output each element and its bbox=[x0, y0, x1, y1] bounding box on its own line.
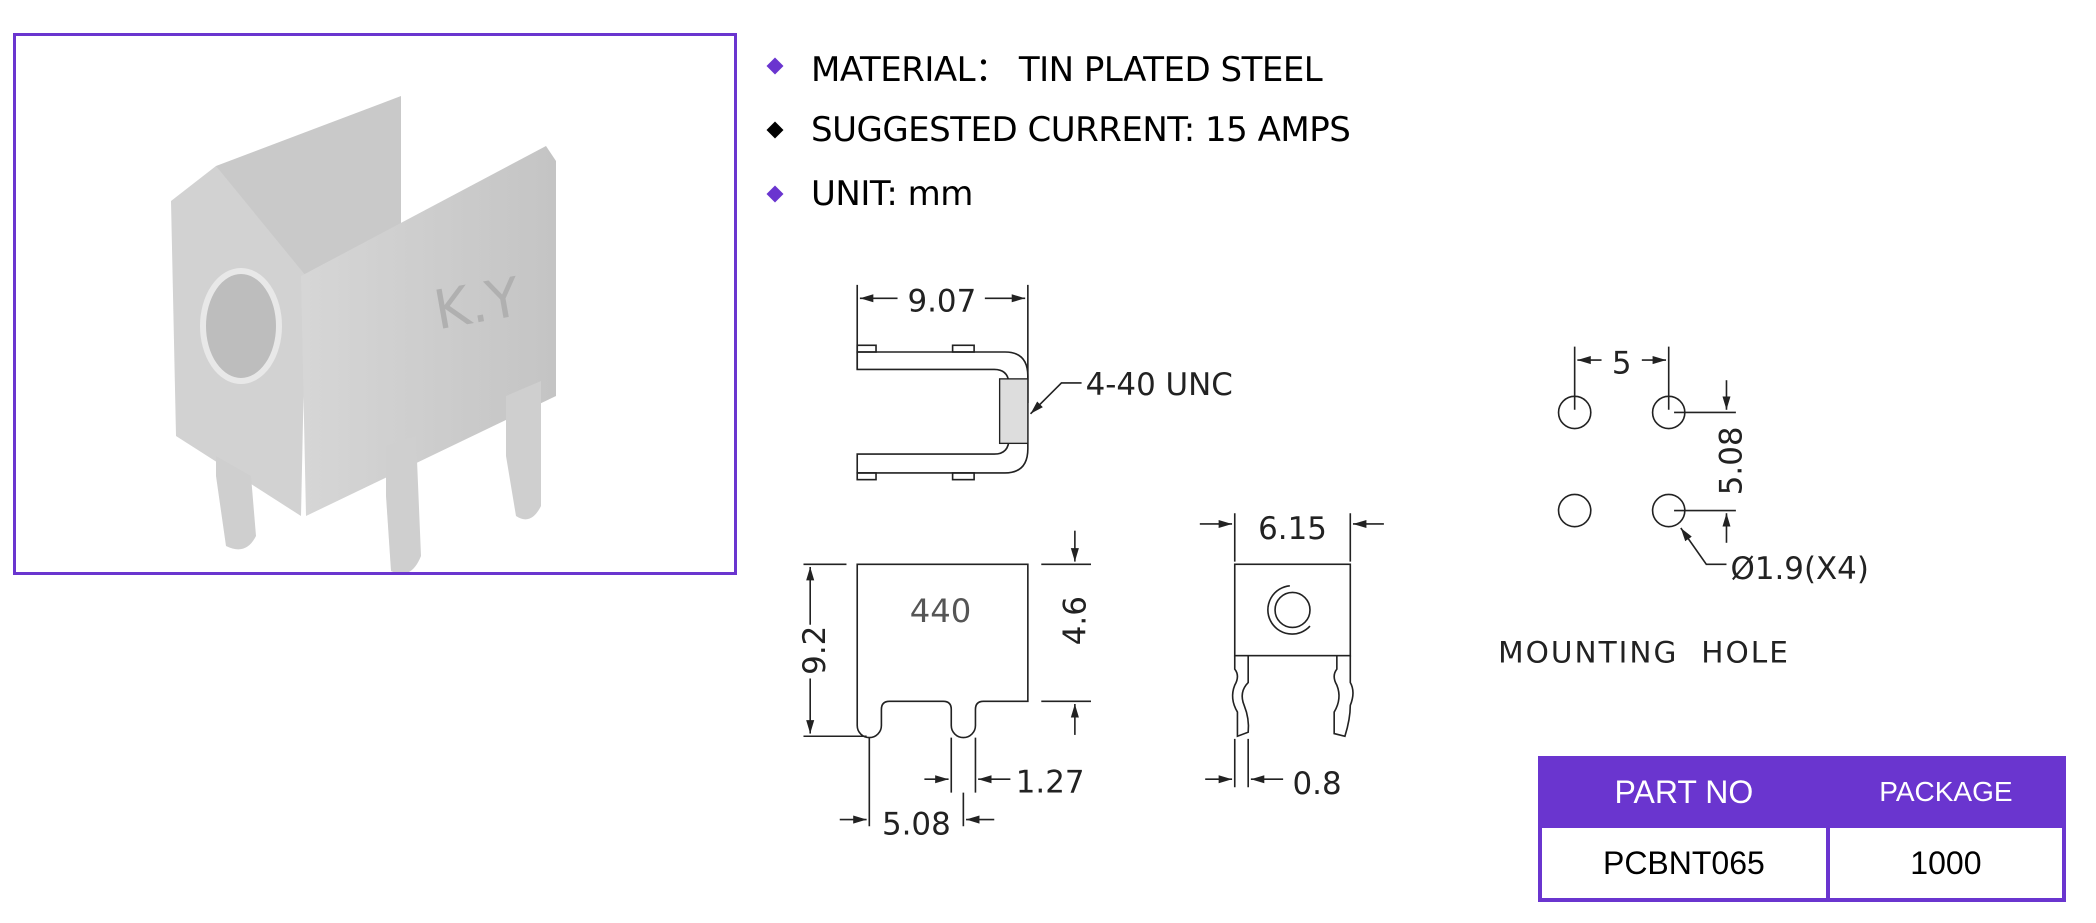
hole-diameter-label: Ø1.9(X4) bbox=[1731, 551, 1869, 587]
dim-h-pitch: 5 bbox=[1612, 345, 1632, 381]
terminal-photo: K.Y bbox=[171, 96, 556, 574]
spec-material: MATERIAL： TIN PLATED STEEL bbox=[760, 34, 1350, 98]
part-marking: 440 bbox=[910, 592, 972, 630]
top-view: 9.07 4-40 UNC bbox=[856, 284, 1233, 481]
product-photo: K.Y bbox=[13, 33, 737, 575]
side-view: 6.15 0.8 bbox=[1199, 511, 1384, 802]
table-row: PCBNT065 1000 bbox=[1542, 828, 2062, 898]
header-package: PACKAGE bbox=[1829, 760, 2062, 824]
dim-height: 9.2 bbox=[797, 626, 833, 675]
thread-label: 4-40 UNC bbox=[1086, 367, 1233, 403]
spec-text: MATERIAL： TIN PLATED STEEL bbox=[811, 49, 1323, 90]
front-view: 440 9.2 4.6 1.27 5.08 bbox=[797, 530, 1094, 842]
header-part-no: PART NO bbox=[1542, 760, 1826, 824]
dim-pitch: 5.08 bbox=[882, 806, 951, 842]
stamp-text: K.Y bbox=[429, 265, 525, 342]
cell-part-no: PCBNT065 bbox=[1542, 828, 1826, 898]
dim-side-width: 6.15 bbox=[1258, 511, 1327, 547]
part-table: PART NO PACKAGE PCBNT065 1000 bbox=[1538, 756, 2066, 902]
spec-text: SUGGESTED CURRENT: 15 AMPS bbox=[811, 110, 1351, 150]
spec-list: MATERIAL： TIN PLATED STEEL SUGGESTED CUR… bbox=[760, 34, 1351, 226]
dim-body: 4.6 bbox=[1058, 596, 1094, 645]
dim-pin-width: 1.27 bbox=[1016, 765, 1085, 801]
dim-thickness: 0.8 bbox=[1293, 766, 1342, 802]
cell-package: 1000 bbox=[1829, 828, 2062, 898]
spec-current: SUGGESTED CURRENT: 15 AMPS bbox=[760, 98, 1351, 162]
mounting-hole-layout: 5 5.08 Ø1.9(X4) MOUNTING HOLE bbox=[1498, 345, 1869, 669]
hole-icon bbox=[1557, 493, 1592, 528]
spec-text: UNIT: mm bbox=[811, 174, 973, 214]
mounting-hole-title: MOUNTING HOLE bbox=[1498, 635, 1790, 669]
table-header-row: PART NO PACKAGE bbox=[1542, 760, 2062, 824]
spec-unit: UNIT: mm bbox=[760, 162, 1350, 226]
dim-v-pitch: 5.08 bbox=[1713, 426, 1749, 495]
dim-width-top: 9.07 bbox=[907, 284, 976, 320]
